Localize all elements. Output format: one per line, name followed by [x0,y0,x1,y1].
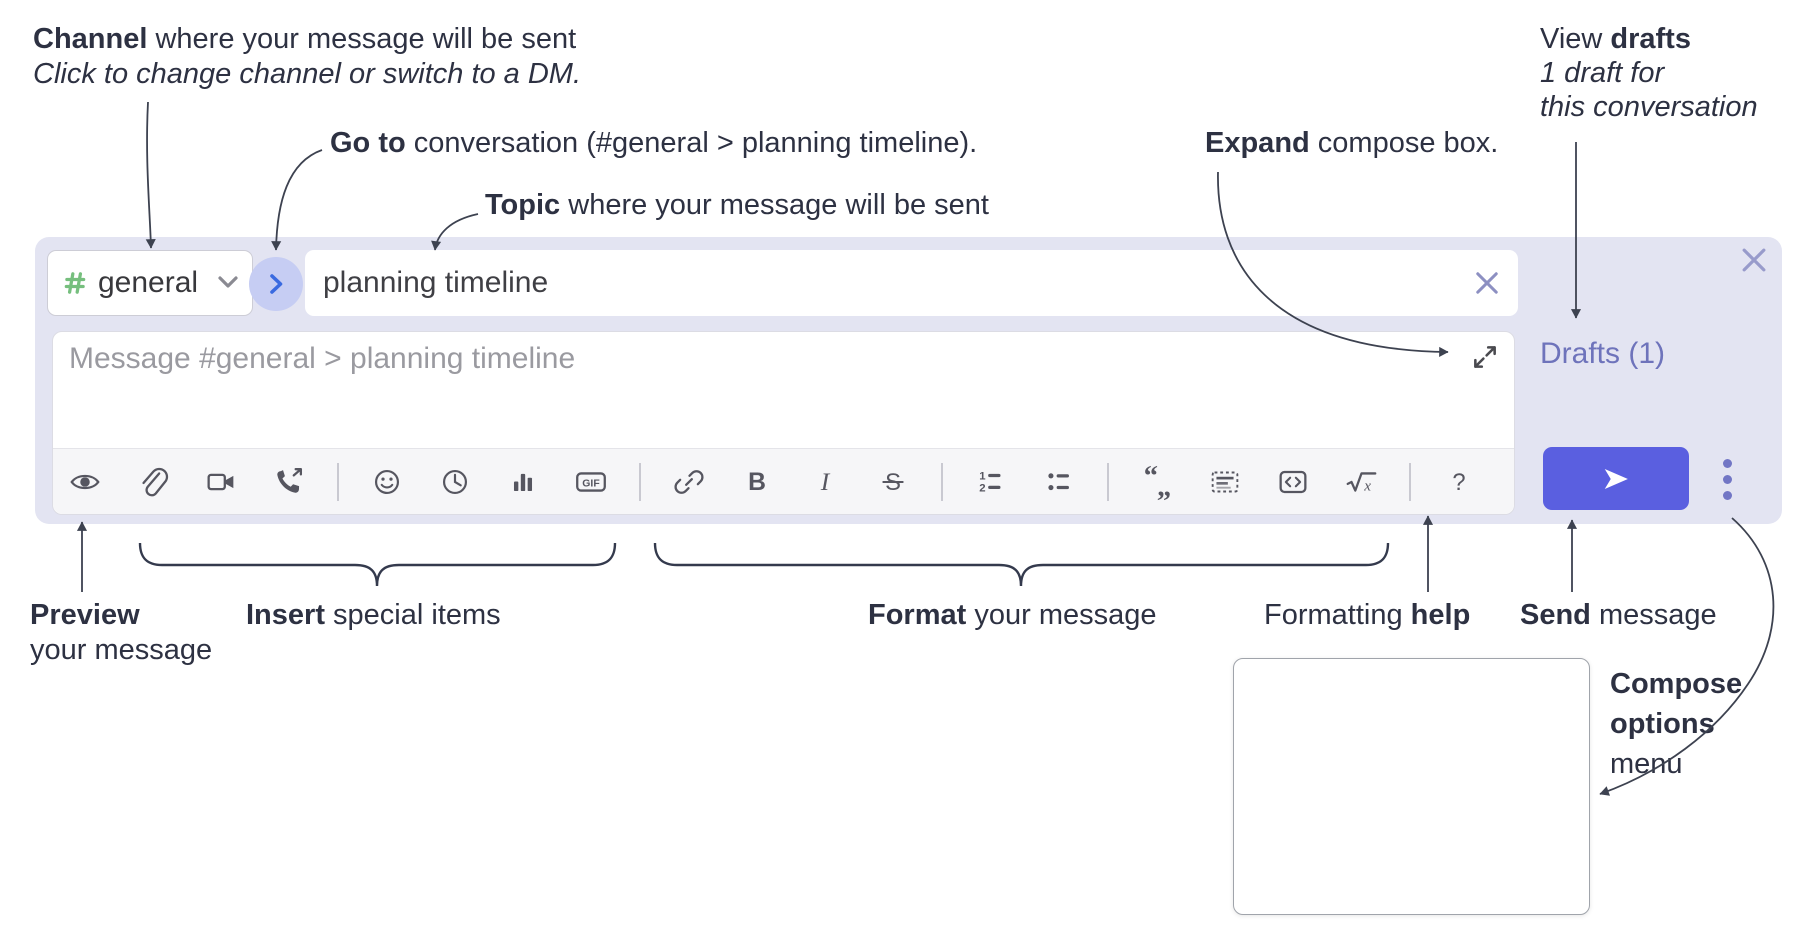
channel-selector[interactable]: general [47,250,253,316]
italic-icon[interactable]: I [805,462,845,502]
format-brace [653,542,1390,587]
compose-options-menu-button[interactable] [1713,452,1741,506]
ellipsis-dot [1722,490,1732,500]
topic-field [305,250,1518,316]
toolbar-divider [1409,462,1411,501]
svg-text:?: ? [1452,469,1465,496]
emoji-icon[interactable] [367,462,407,502]
drafts-callout: View drafts 1 draft for this conversatio… [1540,23,1758,123]
send-callout: Send message [1520,599,1717,631]
attach-icon[interactable] [133,462,173,502]
link-icon[interactable] [669,462,709,502]
send-button[interactable] [1543,447,1689,510]
strikethrough-icon[interactable]: S [873,462,913,502]
topic-callout: Topic where your message will be sent [485,189,989,221]
goto-arrow [271,149,323,251]
svg-text:2: 2 [979,482,985,494]
go-to-conversation-button[interactable] [249,257,303,311]
video-call-icon[interactable] [201,462,241,502]
insert-callout: Insert special items [246,599,501,631]
bold-icon[interactable]: B [737,462,777,502]
preview-icon[interactable] [65,462,105,502]
quote-icon[interactable]: “„ [1137,462,1177,502]
svg-text:„: „ [1157,471,1171,501]
channel-arrow [145,101,156,249]
format-callout: Format your message [868,599,1157,631]
message-compose-area: GIF B I S 12 “„ x? [52,331,1515,515]
compose-options-popup: Press Return to send Press ⌘ Return to a… [1233,658,1590,915]
clear-topic-icon[interactable] [1464,260,1510,306]
drafts-link[interactable]: Drafts (1) [1540,337,1666,370]
math-icon[interactable]: x [1341,462,1381,502]
hash-icon [62,270,88,296]
gif-icon[interactable]: GIF [571,462,611,502]
channel-name: general [98,266,199,299]
poll-icon[interactable] [503,462,543,502]
help-icon[interactable]: ? [1439,462,1479,502]
svg-text:I: I [820,467,831,496]
svg-text:“: “ [1144,463,1158,492]
chevron-right-icon [263,271,289,297]
toolbar-divider [639,462,641,501]
channel-callout: Channel where your message will be sent … [33,23,582,90]
svg-text:1: 1 [979,470,986,482]
message-input[interactable] [67,340,1451,444]
toolbar-divider [1107,462,1109,501]
expand-callout: Expand compose box. [1205,127,1499,159]
topic-input[interactable] [305,266,1464,300]
toolbar-divider [337,462,339,501]
expand-compose-icon[interactable] [1470,342,1500,372]
chevron-down-icon [216,275,240,291]
code-icon[interactable] [1273,462,1313,502]
bulleted-list-icon[interactable] [1039,462,1079,502]
insert-brace [138,542,617,587]
spoiler-icon[interactable] [1205,462,1245,502]
toolbar-divider [941,462,943,501]
preview-callout: Preview your message [30,599,213,666]
ellipsis-dot [1722,458,1732,468]
formatting-help-callout: Formatting help [1264,599,1471,631]
compose-options-callout: Compose options menu [1610,668,1743,780]
svg-text:GIF: GIF [582,478,599,489]
time-icon[interactable] [435,462,475,502]
audio-call-icon[interactable] [269,462,309,502]
close-compose-icon[interactable] [1736,242,1772,278]
ellipsis-dot [1722,474,1732,484]
goto-callout: Go to conversation (#general > planning … [330,127,978,159]
send-plane-icon [1597,464,1635,494]
svg-text:x: x [1363,477,1371,494]
svg-text:B: B [748,469,766,496]
